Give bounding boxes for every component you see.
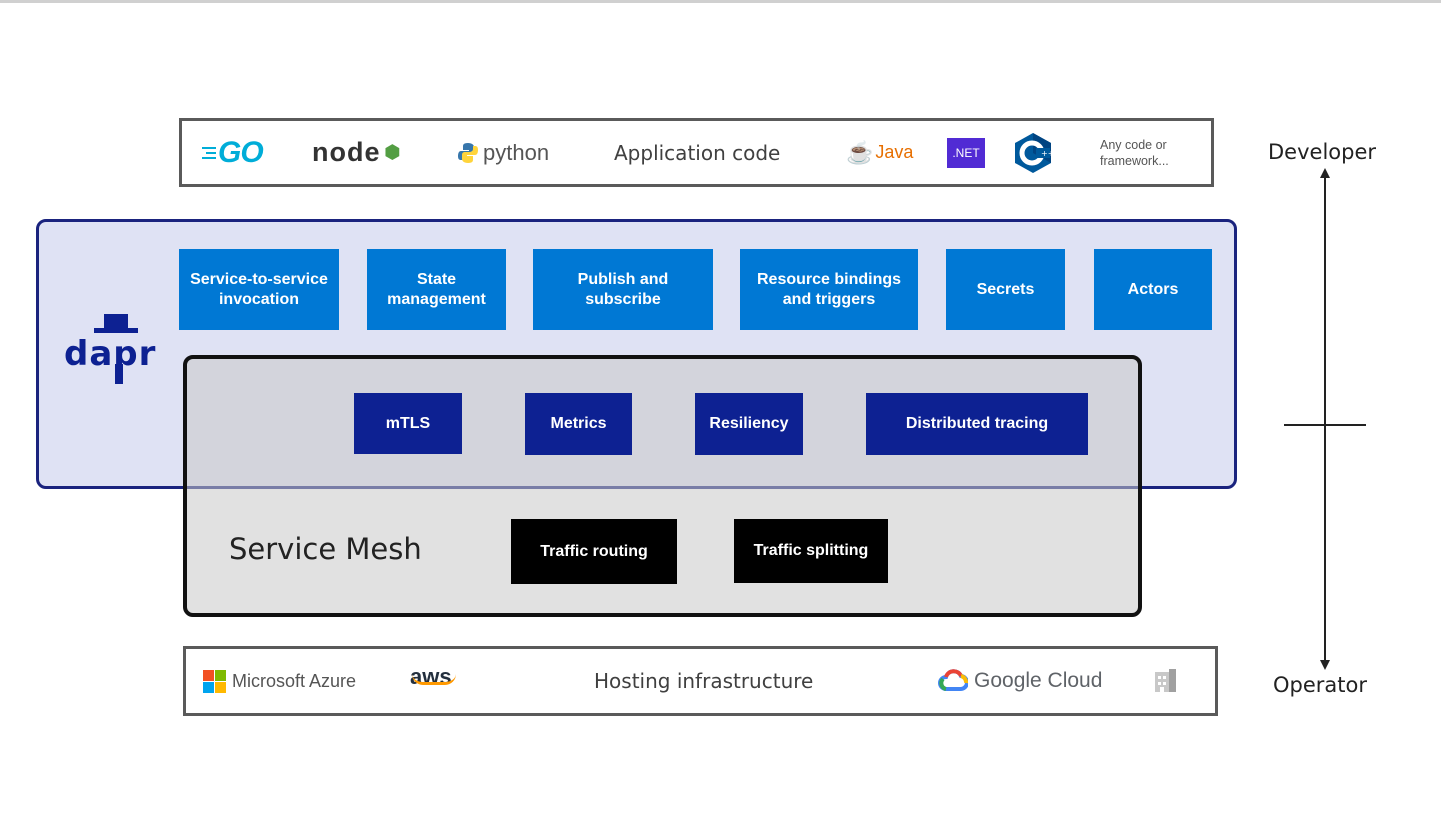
aws-logo: aws — [410, 649, 456, 713]
hosting-infrastructure-label: Hosting infrastructure — [594, 669, 814, 693]
java-logo: ☕ Java — [846, 139, 914, 165]
google-cloud-icon — [938, 669, 968, 691]
svg-text:++: ++ — [1041, 149, 1054, 158]
feature-resiliency: Resiliency — [695, 393, 803, 455]
cpp-logo: ++ — [1012, 121, 1054, 184]
dotnet-logo: .NET — [947, 121, 985, 184]
on-premises-building-icon — [1152, 649, 1180, 713]
developer-operator-axis — [1324, 176, 1326, 664]
azure-logo: Microsoft Azure — [203, 649, 356, 713]
developer-label: Developer — [1268, 140, 1377, 164]
arrow-up-icon — [1320, 168, 1330, 178]
axis-midpoint-tick — [1284, 424, 1366, 426]
nodejs-logo: node ⬢ — [312, 137, 402, 167]
nodejs-hexagon-icon: ⬢ — [384, 142, 402, 162]
feature-distributed-tracing: Distributed tracing — [866, 393, 1088, 455]
dapr-hat-icon — [94, 314, 138, 384]
feature-traffic-routing: Traffic routing — [511, 519, 677, 584]
top-rule — [0, 0, 1441, 3]
arrow-down-icon — [1320, 660, 1330, 670]
python-logo: python — [457, 121, 549, 184]
java-cup-icon: ☕ — [846, 139, 874, 165]
feature-traffic-splitting: Traffic splitting — [734, 519, 888, 583]
aws-smile-icon — [412, 674, 456, 685]
google-cloud-logo: Google Cloud — [938, 649, 1102, 713]
building-block-secrets: Secrets — [946, 249, 1065, 330]
building-block-state-management: State management — [367, 249, 506, 330]
dapr-logo: dapr — [64, 312, 164, 392]
building-block-pubsub: Publish and subscribe — [533, 249, 713, 330]
microsoft-squares-icon — [203, 669, 226, 693]
feature-metrics: Metrics — [525, 393, 632, 455]
cpp-hexagon-icon: ++ — [1015, 132, 1054, 173]
feature-mtls: mTLS — [354, 393, 462, 454]
hosting-infrastructure-bar: Microsoft Azure aws Hosting infrastructu… — [183, 646, 1218, 716]
operator-label: Operator — [1273, 673, 1367, 697]
service-mesh-label: Service Mesh — [229, 532, 422, 566]
application-code-label: Application code — [614, 140, 781, 165]
building-block-actors: Actors — [1094, 249, 1212, 330]
building-block-service-invocation: Service-to-service invocation — [179, 249, 339, 330]
go-logo: GO — [202, 121, 264, 184]
application-code-bar: GO node ⬢ python Application code ☕ Java… — [179, 118, 1214, 187]
go-speed-lines-icon — [202, 144, 216, 162]
python-snake-icon — [458, 142, 478, 163]
building-block-bindings: Resource bindings and triggers — [740, 249, 918, 330]
any-code-text: Any code or framework... — [1100, 137, 1169, 168]
